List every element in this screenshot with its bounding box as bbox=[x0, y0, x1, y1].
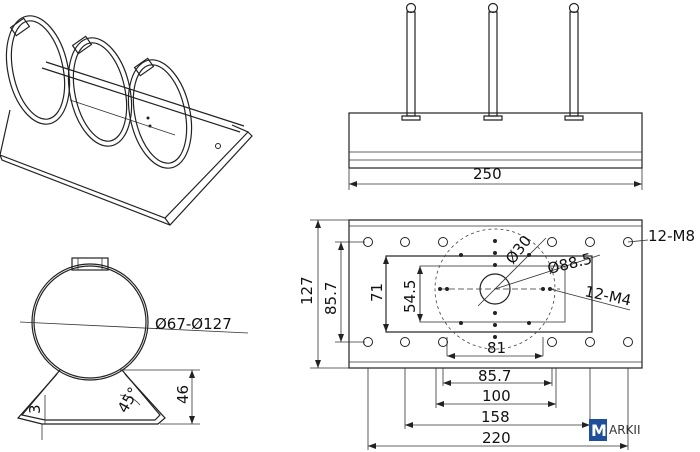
dim-height-85-7: 85.7 bbox=[322, 282, 340, 315]
dim-height-46: 46 bbox=[174, 385, 192, 404]
dim-width-81: 81 bbox=[487, 339, 506, 357]
side-view: 250 bbox=[348, 2, 643, 190]
dim-height-71: 71 bbox=[368, 283, 386, 302]
dim-width-100: 100 bbox=[482, 387, 511, 405]
clamp-view: Ø67-Ø127 46 45° 3 bbox=[16, 257, 249, 440]
dim-width-158: 158 bbox=[481, 408, 510, 426]
dim-height-127: 127 bbox=[298, 276, 316, 305]
post-left bbox=[401, 2, 421, 121]
label-pcd-88-5: Ø88.5 bbox=[546, 249, 594, 277]
label-12-m4: 12-M4 bbox=[583, 282, 633, 309]
brand-rest: ARKII bbox=[609, 423, 641, 437]
label-bore-30: Ø30 bbox=[502, 232, 535, 267]
dim-width-220: 220 bbox=[482, 429, 511, 447]
dim-width-85-7: 85.7 bbox=[478, 367, 511, 385]
dim-height-54-5: 54.5 bbox=[401, 280, 419, 313]
brand-letter: M bbox=[591, 421, 607, 440]
m8-holes-top bbox=[363, 237, 633, 247]
label-12-m8: 12-M8 bbox=[648, 227, 695, 245]
isometric-view bbox=[0, 15, 253, 226]
dim-edge-3: 3 bbox=[26, 404, 44, 414]
m4-holes bbox=[438, 239, 552, 339]
plan-view: 12-M8 Ø30 Ø88.5 12-M4 127 85.7 71 54.5 bbox=[298, 219, 695, 450]
dim-width-250: 250 bbox=[473, 165, 502, 183]
dim-diameter-range: Ø67-Ø127 bbox=[155, 315, 232, 333]
brand-logo: M ARKII bbox=[589, 419, 641, 441]
post-right bbox=[564, 2, 584, 121]
post-middle bbox=[483, 2, 503, 121]
